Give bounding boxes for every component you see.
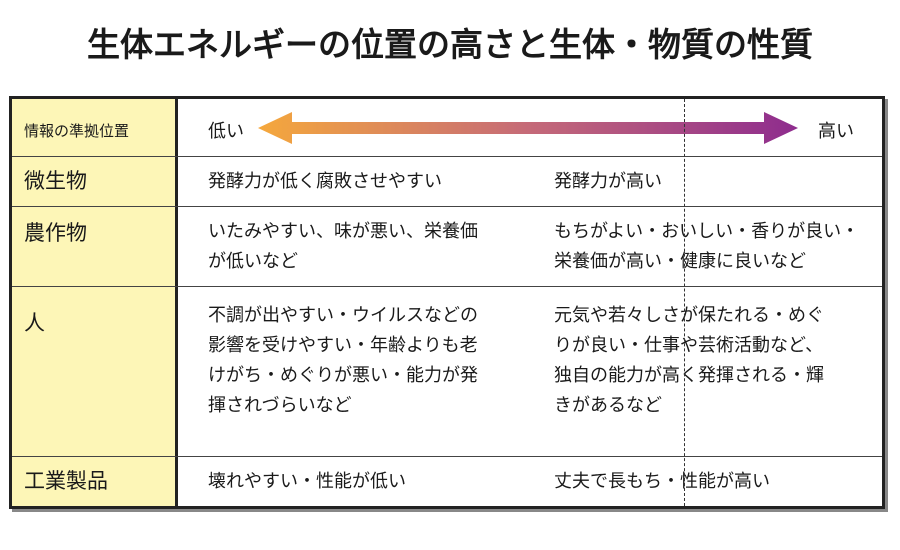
row-label-humans: 人 [12,287,178,456]
center-dashed-divider [684,99,685,506]
cell-high: 元気や若々しさが保たれる・めぐ りが良い・仕事や芸術活動など、 独自の能力が高く… [554,305,824,416]
scale-low-label: 低い [208,121,244,142]
page-title: 生体エネルギーの位置の高さと生体・物質の性質 [87,25,813,64]
comparison-table: 情報の準拠位置 低い 高い 微生物 発酵力が低く腐敗させやすい 発酵力が高い 農 [9,96,885,509]
cell-low: いたみやすい、味が悪い、栄養価 が低いなど [208,221,478,272]
scale-high-label: 高い [818,121,854,142]
double-headed-arrow-icon [258,112,798,144]
table-row: 工業製品 壊れやすい・性能が低い 丈夫で長もち・性能が高い [12,457,882,506]
row-label-crops: 農作物 [12,207,178,286]
cell-low: 壊れやすい・性能が低い [208,471,406,492]
table-row: 農作物 いたみやすい、味が悪い、栄養価 が低いなど もちがよい・おいしい・香りが… [12,207,882,287]
table-row: 人 不調が出やすい・ウイルスなどの 影響を受けやすい・年齢よりも老 けがち・めぐ… [12,287,882,457]
row-label-reference-position: 情報の準拠位置 [12,99,178,156]
scale-cell: 低い 高い [178,99,882,156]
row-label-industrial-products: 工業製品 [12,457,178,506]
cell-high: 丈夫で長もち・性能が高い [554,471,770,492]
cell-high: 発酵力が高い [554,171,662,192]
cell-high: もちがよい・おいしい・香りが良い・ 栄養価が高い・健康に良いなど [554,221,860,272]
table-row-scale: 情報の準拠位置 低い 高い [12,99,882,157]
cell-low: 不調が出やすい・ウイルスなどの 影響を受けやすい・年齢よりも老 けがち・めぐりが… [208,305,478,416]
cell-low: 発酵力が低く腐敗させやすい [208,171,442,192]
table-row: 微生物 発酵力が低く腐敗させやすい 発酵力が高い [12,157,882,207]
row-label-microorganisms: 微生物 [12,157,178,206]
